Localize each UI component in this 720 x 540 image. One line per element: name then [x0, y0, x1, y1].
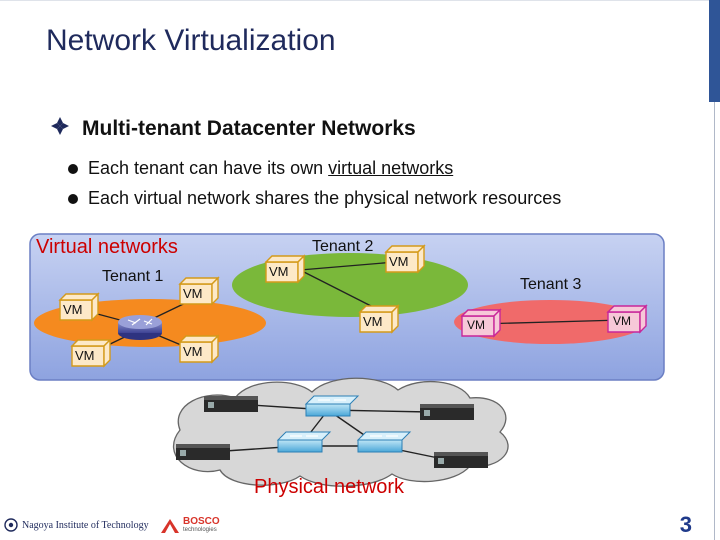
diamond-bullet-icon: [50, 116, 72, 142]
server-icon: [434, 452, 488, 468]
vm-label: VM: [75, 348, 95, 363]
bullet-dot-icon: [68, 193, 78, 204]
vm-label: VM: [183, 286, 203, 301]
vm-label: VM: [63, 302, 83, 317]
physical-cloud: [173, 377, 509, 487]
sub-bullet-1: Each tenant can have its own virtual net…: [68, 158, 453, 179]
accent-bar: [709, 0, 720, 102]
bosco-logo: BOSCO technologies: [160, 516, 220, 534]
physical-network-label: Physical network: [254, 476, 405, 498]
sub-bullet-1-underlined: virtual networks: [328, 158, 454, 178]
switch-icon: [356, 431, 412, 453]
bullet-dot-icon: [68, 163, 78, 174]
vm-label: VM: [363, 314, 383, 329]
vm-label: VM: [389, 254, 409, 269]
sub-bullet-1-prefix: Each tenant can have its own: [88, 158, 324, 178]
vm-box-tenant1: [58, 276, 220, 368]
nitech-emblem-icon: [4, 518, 18, 532]
switch-icon: [276, 431, 332, 453]
vm-label: VM: [183, 344, 203, 359]
virtual-networks-label: Virtual networks: [36, 236, 178, 258]
bosco-logo-subtext: technologies: [183, 527, 217, 533]
top-border: [0, 0, 709, 1]
router-icon: [118, 315, 162, 340]
slide-title: Network Virtualization: [46, 24, 336, 57]
nitech-logo-text: Nagoya Institute of Technology: [22, 519, 149, 531]
page-number: 3: [679, 512, 692, 537]
vm-label: VM: [613, 314, 631, 328]
bosco-logo-text: BOSCO: [183, 516, 220, 527]
tenant-3-label: Tenant 3: [520, 276, 582, 293]
sub-bullet-2-text: Each virtual network shares the physical…: [88, 188, 562, 208]
bosco-logo-icon: [161, 519, 179, 533]
nitech-logo: Nagoya Institute of Technology: [4, 518, 149, 532]
switch-icon: [304, 395, 360, 417]
vm-box-tenant3: [460, 304, 648, 338]
tenant-3-link: [477, 319, 623, 325]
tenant-2-label: Tenant 2: [312, 238, 374, 255]
tenant-1-label: Tenant 1: [102, 268, 164, 285]
vm-box-tenant2: [264, 244, 426, 334]
server-icon: [204, 396, 258, 412]
tenant-2-links: [299, 261, 396, 309]
main-bullet-text: Multi-tenant Datacenter Networks: [82, 117, 416, 140]
sub-bullet-2: Each virtual network shares the physical…: [68, 188, 561, 209]
main-bullet: Multi-tenant Datacenter Networks: [50, 116, 416, 142]
server-icon: [176, 444, 230, 460]
vm-label: VM: [269, 264, 289, 279]
server-icon: [420, 404, 474, 420]
vm-label: VM: [467, 318, 485, 332]
right-border: [714, 102, 715, 540]
